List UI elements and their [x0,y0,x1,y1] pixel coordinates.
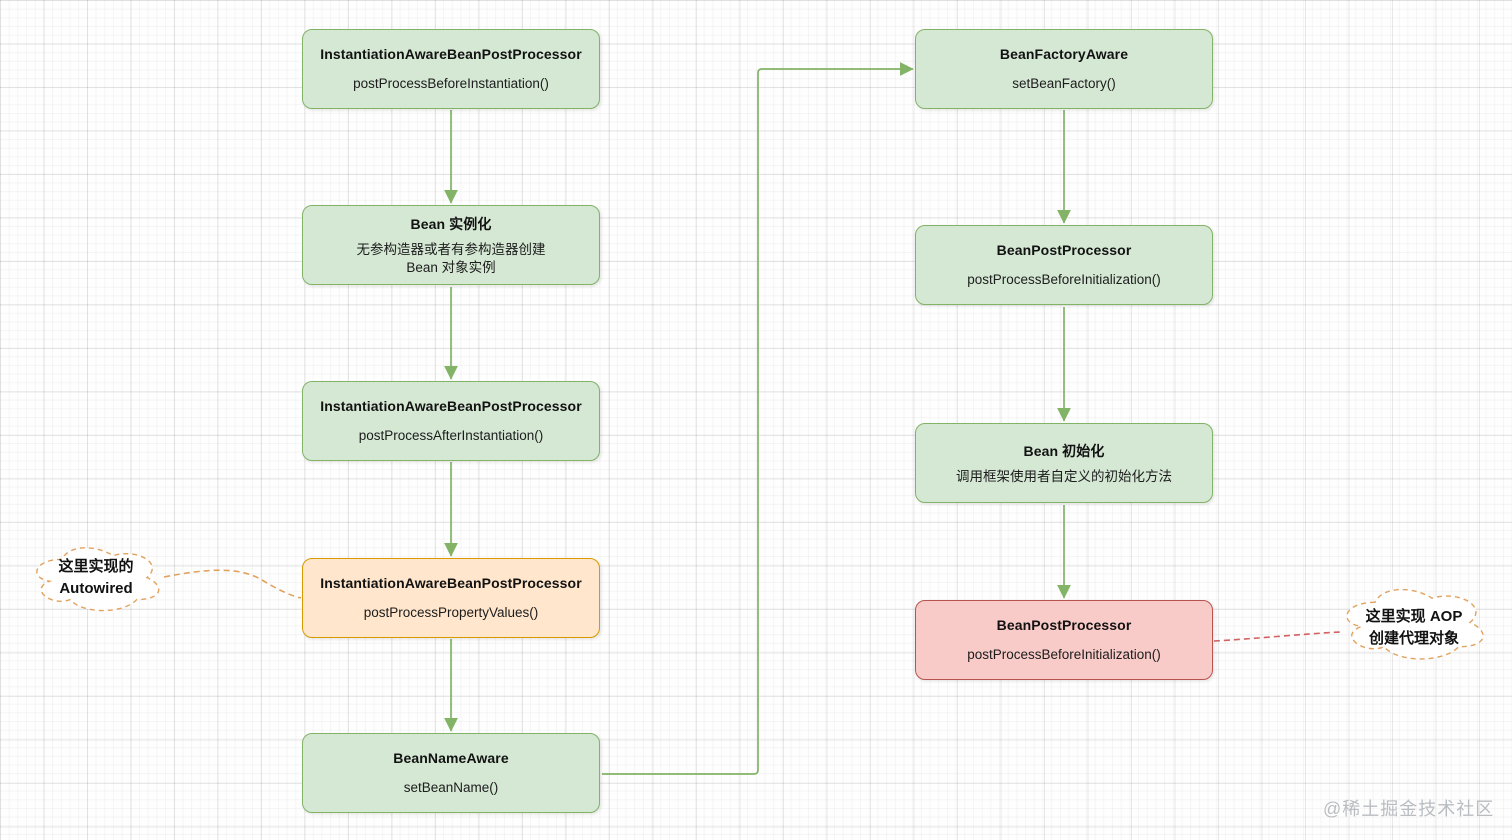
node-title: InstantiationAwareBeanPostProcessor [320,574,582,591]
node-postprocess-property-values: InstantiationAwareBeanPostProcessor post… [302,558,600,638]
node-method: setBeanName() [403,779,499,795]
node-bean-initialization: Bean 初始化 调用框架使用者自定义的初始化方法 [915,423,1213,503]
note-aop-label: 这里实现 AOP 创建代理对象 [1365,608,1463,647]
node-title: InstantiationAwareBeanPostProcessor [320,45,582,62]
node-title: Bean 初始化 [1023,442,1105,459]
node-method: postProcessBeforeInstantiation() [353,75,549,91]
node-title: InstantiationAwareBeanPostProcessor [320,397,582,414]
arrow-bean-name-aware-to-bean-factory-aware [602,62,914,775]
node-postprocess-after-instantiation: InstantiationAwareBeanPostProcessor post… [302,381,600,461]
node-method: postProcessBeforeInitialization() [967,271,1161,287]
node-method: postProcessBeforeInitialization() [967,646,1161,662]
node-postprocess-before-initialization-aop: BeanPostProcessor postProcessBeforeIniti… [915,600,1213,680]
node-title: Bean 实例化 [410,215,492,232]
node-bean-factory-aware: BeanFactoryAware setBeanFactory() [915,29,1213,109]
node-title: BeanPostProcessor [996,241,1132,258]
node-bean-name-aware: BeanNameAware setBeanName() [302,733,600,813]
node-postprocess-before-initialization: BeanPostProcessor postProcessBeforeIniti… [915,225,1213,305]
node-title: BeanFactoryAware [999,45,1129,62]
node-bean-instantiation: Bean 实例化 无参构造器或者有参构造器创建 Bean 对象实例 [302,205,600,285]
watermark-juejin: @稀土掘金技术社区 [1323,799,1495,819]
node-method: setBeanFactory() [1012,75,1116,91]
node-postprocess-before-instantiation: InstantiationAwareBeanPostProcessor post… [302,29,600,109]
note-connector-aop [1213,631,1341,642]
note-autowired-label: 这里实现的 Autowired [58,558,134,597]
node-title: BeanPostProcessor [996,616,1132,633]
node-title: BeanNameAware [393,749,509,766]
node-method: postProcessAfterInstantiation() [358,427,544,443]
node-method: postProcessPropertyValues() [363,604,539,620]
node-description: 调用框架使用者自定义的初始化方法 [956,468,1172,484]
note-connector-autowired [163,569,302,599]
node-description: 无参构造器或者有参构造器创建 Bean 对象实例 [356,241,546,275]
